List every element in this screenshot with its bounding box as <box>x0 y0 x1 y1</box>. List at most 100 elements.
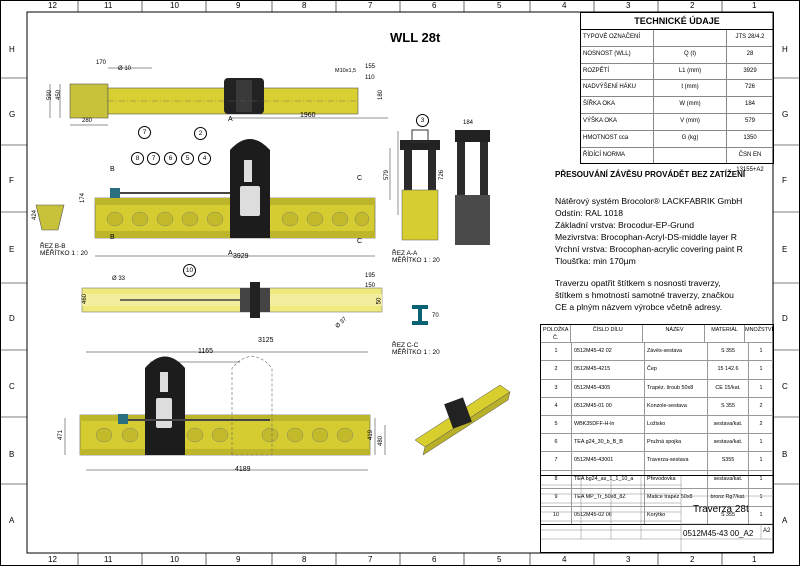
dim-label: 155 <box>365 64 376 70</box>
tech-heading: TECHNICKÉ ÚDAJE <box>581 13 773 30</box>
grid-label: 6 <box>432 1 437 10</box>
dimension-lines <box>49 67 399 471</box>
dim-label: 110 <box>365 75 375 81</box>
paint-line: Základní vrstva: Brocodur-EP-Grund <box>555 220 694 230</box>
grid-label: 4 <box>562 555 567 564</box>
grid-label: A <box>782 516 788 525</box>
dim-label: 280 <box>82 118 93 124</box>
grid-label: 4 <box>562 1 567 10</box>
dim-label: M10x1,5 <box>335 68 357 74</box>
grid-label: 9 <box>236 555 241 564</box>
section-letter: A <box>228 116 233 123</box>
front-view-beam <box>79 356 371 456</box>
title-block-grid <box>541 476 773 552</box>
paint-line: Tloušťka: min 170µm <box>555 256 636 266</box>
dim-label: 174 <box>80 192 87 204</box>
dim-label: 50 <box>376 297 383 305</box>
callout-balloon: 7 <box>138 126 151 139</box>
callout-balloon: 8 <box>131 152 144 165</box>
dim-label: 70 <box>432 313 439 319</box>
plan-view-beam <box>81 282 383 318</box>
dim-label: Ø 10 <box>118 66 132 72</box>
grid-label: B <box>9 450 15 459</box>
grid-label: 6 <box>432 555 437 564</box>
section-letter: B <box>110 166 115 173</box>
callout-balloon: 6 <box>164 152 177 165</box>
section-letter: C <box>357 175 363 182</box>
callout-balloon: 5 <box>181 152 194 165</box>
grid-label: D <box>9 314 15 323</box>
tech-row: NOSNOST (WLL)Q (t)28 <box>581 46 773 64</box>
dim-label: 180 <box>378 89 385 101</box>
paint-line: Nátěrový systém Brocolor® LACKFABRIK Gmb… <box>555 196 743 206</box>
label-note-line: Traverzu opatřit štítkem s nosnosti trav… <box>555 278 721 288</box>
grid-label: 12 <box>48 1 57 10</box>
grid-label: 10 <box>170 1 179 10</box>
section-letter: A <box>228 250 233 257</box>
grid-label: H <box>9 45 15 54</box>
dim-label: 450 <box>56 89 63 101</box>
warning-note: PŘESOUVÁNÍ ZÁVĚSU PROVÁDĚT BEZ ZATÍŽENÍ <box>555 170 746 179</box>
isometric-view <box>414 384 511 456</box>
callout-balloon: 10 <box>183 264 196 277</box>
callout-balloon: 3 <box>416 114 429 127</box>
dim-label: 726 <box>439 169 446 181</box>
label-note-line: štítkem s hmotností samotné traverzy, zn… <box>555 290 734 300</box>
callout-balloon: 7 <box>147 152 160 165</box>
dim-label: 150 <box>365 283 376 289</box>
dim-label: 590 <box>47 89 54 101</box>
dim-label: 1960 <box>300 112 316 119</box>
dim-label: 471 <box>58 429 65 441</box>
dim-label: 419 <box>368 429 375 441</box>
dim-label: 460 <box>82 293 89 305</box>
grid-label: 10 <box>170 555 179 564</box>
section-a-view <box>400 129 440 241</box>
title-block: Traverza 28t 0512M45-43 00_A2 A2 <box>540 475 774 553</box>
dim-label: 480 <box>378 435 385 447</box>
drawing-number: 0512M45-43 00_A2 <box>683 529 754 538</box>
grid-label: 5 <box>497 1 502 10</box>
grid-label: 2 <box>690 555 695 564</box>
grid-label: D <box>782 314 788 323</box>
callout-balloon: 4 <box>198 152 211 165</box>
title-name: Traverza 28t <box>693 504 749 515</box>
callout-balloon: 2 <box>194 127 207 140</box>
grid-label: C <box>782 382 788 391</box>
section-a-side-view <box>455 130 490 245</box>
grid-label: 7 <box>368 1 373 10</box>
grid-label: 11 <box>104 555 113 564</box>
top-view-beam <box>69 78 359 119</box>
grid-label: 11 <box>104 1 113 10</box>
dim-label: 424 <box>32 209 39 221</box>
section-c-view <box>412 305 428 325</box>
grid-label: B <box>782 450 788 459</box>
grid-label: G <box>9 110 16 119</box>
grid-label: A <box>9 516 15 525</box>
grid-label: E <box>9 245 15 254</box>
paint-line: Vrchní vrstva: Brocophan-acrylic coverin… <box>555 244 743 254</box>
grid-label: 12 <box>48 555 57 564</box>
